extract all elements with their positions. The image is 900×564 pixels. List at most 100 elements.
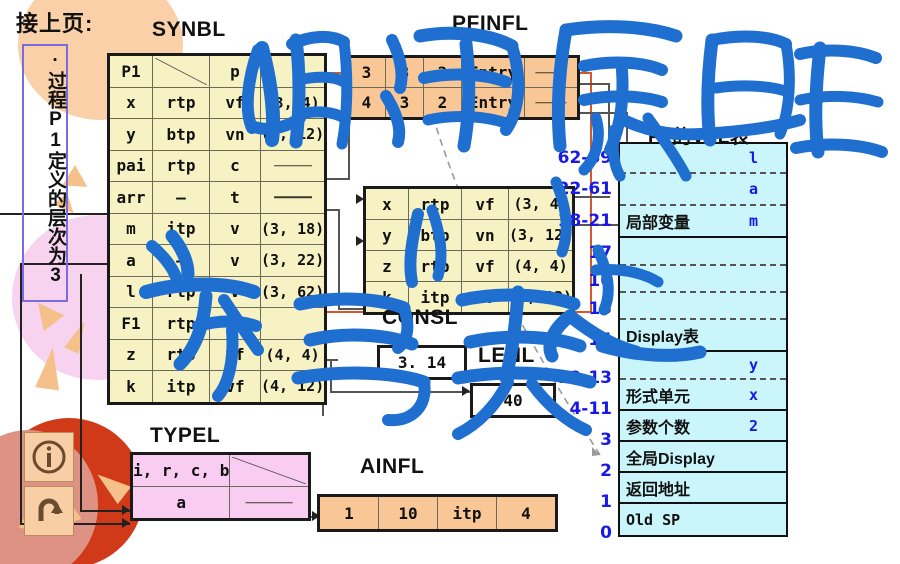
- val-range-label: 2: [600, 461, 612, 481]
- synbl-cell-cat: v: [209, 275, 261, 308]
- connector-line: [560, 196, 610, 198]
- val-row-label: 局部变量: [626, 215, 691, 232]
- table-row: z rtp vf (4, 4): [364, 250, 575, 282]
- val-row: 参数个数 2: [620, 411, 786, 442]
- ainfl-cell-upper: 10: [378, 495, 438, 531]
- synbl-cell-cat: c: [209, 149, 261, 182]
- table-row: l rtp v (3, 62): [108, 275, 327, 308]
- synbl-cell-cat: v: [209, 244, 261, 277]
- connector-arrow: [312, 511, 320, 521]
- table-row: k itp vf (4, 12): [108, 370, 327, 404]
- table-row: a: [130, 486, 311, 520]
- connector-arrow: [356, 194, 364, 204]
- connector-line: [560, 224, 628, 226]
- val-title: P1的VAL表: [648, 127, 750, 148]
- synbl-cell-addr: (3, 22): [259, 244, 327, 277]
- pfinfl-cell-entry: Entry: [461, 56, 525, 88]
- val-row: 形式单元 x: [620, 380, 786, 411]
- val-row-value: 2: [748, 416, 758, 435]
- pfinfl-cell-entry: Entry: [461, 87, 525, 119]
- val-row: 局部变量 m: [620, 206, 786, 238]
- info-icon-glyph: [32, 440, 66, 474]
- mid-cell-cat: vf: [461, 187, 509, 220]
- pfinfl-table: 3 3 2 Entry 4 3 2 Entry: [345, 55, 580, 120]
- pfinfl-cell-link: [524, 87, 579, 119]
- synbl-cell-type: rtp: [152, 338, 210, 371]
- val-row: 返回地址: [620, 473, 786, 504]
- val-row-label: 返回地址: [626, 481, 691, 499]
- pfinfl-title: PFINFL: [452, 12, 529, 35]
- synbl-cell-cat: vf: [209, 338, 261, 371]
- val-range-label: 1: [600, 492, 612, 512]
- connector-line: [20, 523, 130, 525]
- synbl-cell-name: m: [108, 212, 153, 245]
- table-row: y btp vn (3, 12): [108, 118, 327, 151]
- local-symbol-table: x rtp vf (3, 4) y btp vn (3, 12) z rtp v…: [363, 186, 576, 315]
- table-row: P1 p: [108, 54, 327, 88]
- synbl-cell-name: a: [108, 244, 153, 277]
- synbl-cell-type: —: [152, 244, 210, 277]
- pfinfl-inbound-arrow: [335, 110, 343, 120]
- typel-cell-link: [229, 486, 311, 520]
- ainfl-table: 1 10 itp 4: [317, 494, 558, 532]
- synbl-cell-cat: vn: [209, 118, 261, 151]
- table-row: m itp v (3, 18): [108, 212, 327, 245]
- val-range-label: 4-11: [569, 399, 612, 419]
- val-row: [620, 238, 786, 266]
- val-row: a: [620, 174, 786, 206]
- val-range-label: 14: [588, 330, 612, 350]
- connector-arrow: [356, 236, 364, 246]
- synbl-cell-type: btp: [152, 118, 210, 151]
- synbl-cell-name: F1: [108, 307, 153, 340]
- table-row: a — v (3, 22): [108, 244, 327, 277]
- synbl-cell-type: rtp: [152, 307, 210, 340]
- return-arrow-icon[interactable]: [24, 486, 74, 536]
- mid-cell-name: z: [364, 250, 409, 282]
- synbl-cell-name: x: [108, 86, 153, 119]
- val-range-label: 16: [588, 271, 612, 291]
- consl-value-cell: 3. 14: [377, 345, 467, 380]
- synbl-cell-cat: t: [209, 181, 261, 214]
- typel-title: TYPEL: [150, 424, 221, 447]
- mid-cell-name: y: [364, 219, 409, 251]
- connector-arrow: [122, 518, 130, 528]
- synbl-cell-addr-dash: [259, 181, 327, 214]
- info-icon[interactable]: [24, 432, 74, 482]
- connector-line: [20, 263, 22, 525]
- val-range-label: 22-61: [557, 179, 612, 199]
- pfinfl-cell-link: [524, 56, 579, 88]
- connector-line: [0, 213, 107, 215]
- typel-cell-array: a: [130, 486, 231, 520]
- synbl-cell-name: z: [108, 338, 153, 371]
- table-row: 3 3 2 Entry: [346, 56, 579, 88]
- ainfl-cell-lower: 1: [318, 495, 379, 531]
- ainfl-cell-type: itp: [437, 495, 497, 531]
- pfinfl-cell-count: 2: [423, 56, 462, 88]
- pfinfl-cell-count: 2: [423, 87, 462, 119]
- val-row-label: Old SP: [626, 510, 681, 529]
- val-row: [620, 266, 786, 293]
- connector-line: [80, 274, 82, 512]
- val-row-label: 参数个数: [626, 419, 691, 437]
- val-row: 全局Display: [620, 442, 786, 473]
- val-range-label: 17: [588, 243, 612, 263]
- val-row-value: l: [748, 149, 758, 167]
- table-row: i, r, c, b: [130, 453, 311, 487]
- connector-arrow: [122, 505, 130, 515]
- synbl-cell-name: k: [108, 370, 153, 404]
- val-row-value: x: [748, 385, 758, 404]
- synbl-cell-name: arr: [108, 181, 153, 214]
- mid-cell-cat: vf: [461, 250, 509, 282]
- synbl-cell-cat: p: [209, 54, 261, 88]
- mid-cell-type: btp: [408, 219, 462, 251]
- val-range-label: 18-21: [557, 211, 612, 231]
- mid-cell-cat: vf: [461, 281, 509, 314]
- connector-line: [308, 178, 350, 180]
- synbl-cell-type: rtp: [152, 149, 210, 182]
- synbl-cell-addr: (3, 18): [259, 212, 327, 245]
- synbl-cell-type-slash: [152, 54, 210, 88]
- table-row: 4 3 2 Entry: [346, 87, 579, 119]
- synbl-cell-addr-dash: [259, 149, 327, 182]
- consl-title: CONSL: [382, 306, 458, 329]
